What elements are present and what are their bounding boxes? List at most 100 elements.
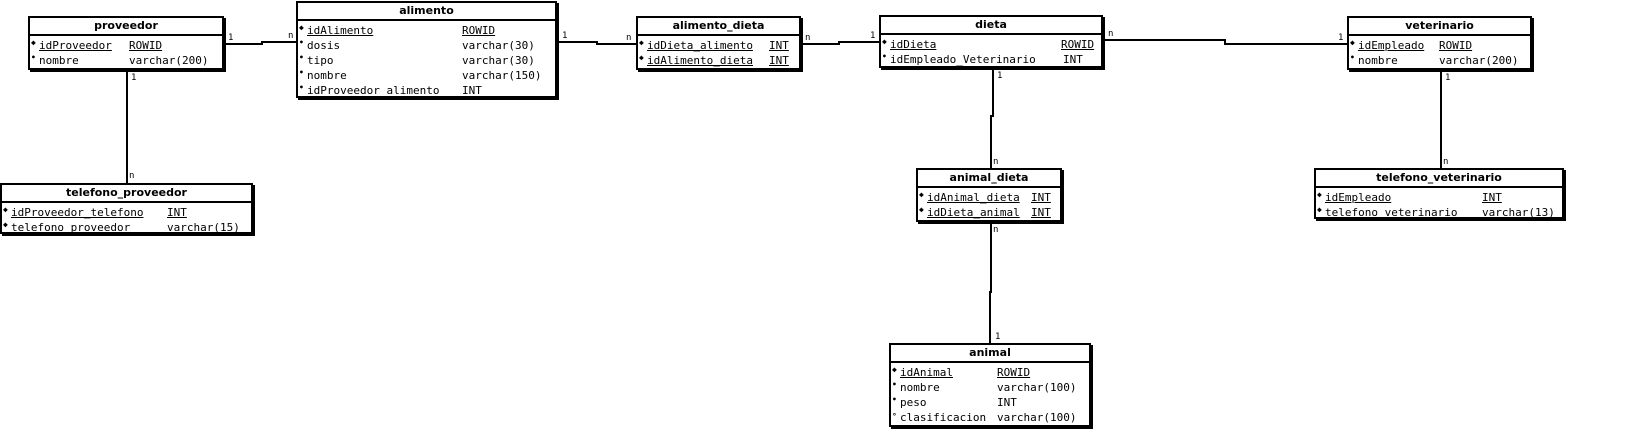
attribute-type: INT <box>1031 191 1051 204</box>
primary-key-icon <box>919 202 924 217</box>
attribute-type: ROWID <box>1439 39 1473 52</box>
attribute-type: INT <box>769 54 789 67</box>
rel-animal_dieta-animal-line <box>989 222 992 343</box>
attribute-type: INT <box>167 206 187 219</box>
attribute-row[interactable]: idProveedor_telefono INT <box>2 205 251 220</box>
entity-title: alimento <box>298 3 555 21</box>
attribute-type: INT <box>1031 206 1051 219</box>
attribute-name: peso <box>900 396 927 409</box>
attribute-row[interactable]: telefono_veterinario varchar(13) <box>1316 205 1562 220</box>
primary-key-icon <box>639 35 644 50</box>
attribute-type: varchar(30) <box>462 54 535 67</box>
primary-key-icon <box>299 20 304 35</box>
attribute-row[interactable]: idEmpleado INT <box>1316 190 1562 205</box>
attribute-name: idDieta_alimento <box>647 39 753 52</box>
entity-telefono_veterinario[interactable]: telefono_veterinario idEmpleado INT telef… <box>1314 168 1564 219</box>
nullable-icon <box>892 407 897 422</box>
entity-alimento[interactable]: alimento idAlimento ROWID dosisvarchar(30… <box>296 1 557 98</box>
rel-animal_dieta-animal-from-card: n <box>993 225 998 235</box>
attribute-row[interactable]: telefono_proveedor varchar(15) <box>2 220 251 235</box>
rel-dieta-animal_dieta-to-card: n <box>993 157 998 167</box>
attribute-name: nombre <box>900 381 940 394</box>
not-null-icon <box>1350 50 1355 65</box>
primary-key-icon <box>1317 202 1322 217</box>
attribute-name: telefono_proveedor <box>11 221 131 234</box>
attribute-row[interactable]: idAlimento ROWID <box>298 23 555 38</box>
rel-alimento-alimento_dieta-line <box>557 41 636 45</box>
attribute-name: idEmpleado <box>1325 191 1392 204</box>
attribute-row[interactable]: idProveedor_alimento INT <box>298 83 555 98</box>
primary-key-icon <box>919 187 924 202</box>
entity-title: alimento_dieta <box>638 18 799 36</box>
attribute-type: INT <box>1482 191 1502 204</box>
rel-dieta-veterinario-from-card: n <box>1108 29 1113 39</box>
attribute-name: idProveedor_telefono <box>11 206 144 219</box>
rel-proveedor-alimento-from-card: 1 <box>228 33 233 43</box>
rel-animal_dieta-animal-to-card: 1 <box>995 332 1000 342</box>
rel-alimento-alimento_dieta-to-card: n <box>626 33 631 43</box>
attribute-type: varchar(150) <box>462 69 542 82</box>
attribute-row[interactable]: nombre varchar(200) <box>30 53 222 68</box>
rel-dieta-veterinario-line <box>1103 39 1347 45</box>
attribute-name: nombre <box>1358 54 1398 67</box>
attribute-type: INT <box>462 84 482 97</box>
rel-proveedor-alimento-to-card: n <box>288 31 293 41</box>
primary-key-icon <box>1350 35 1355 50</box>
attribute-row[interactable]: idAlimento_dieta INT <box>638 53 799 68</box>
entity-telefono_proveedor[interactable]: telefono_proveedor idProveedor_telefono I… <box>0 183 253 234</box>
attribute-name: idAlimento_dieta <box>647 54 753 67</box>
not-null-icon <box>299 35 304 50</box>
not-null-icon <box>882 49 887 64</box>
rel-dieta-veterinario-to-card: 1 <box>1338 33 1343 43</box>
attribute-row[interactable]: idAnimal ROWID <box>891 365 1089 380</box>
primary-key-icon <box>3 217 8 232</box>
not-null-icon <box>299 65 304 80</box>
attribute-type: varchar(30) <box>462 39 535 52</box>
primary-key-icon <box>892 362 897 377</box>
attribute-name: idProveedor_alimento <box>307 84 440 97</box>
not-null-icon <box>892 392 897 407</box>
attribute-name: nombre <box>39 54 79 67</box>
attribute-type: varchar(100) <box>997 411 1077 424</box>
attribute-name: telefono_veterinario <box>1325 206 1458 219</box>
attribute-type: varchar(15) <box>167 221 240 234</box>
attribute-name: idEmpleado_Veterinario <box>890 53 1036 66</box>
rel-proveedor-alimento-line <box>224 41 298 45</box>
attribute-row[interactable]: nombre varchar(150) <box>298 68 555 83</box>
attribute-name: nombre <box>307 69 347 82</box>
attribute-type: varchar(200) <box>129 54 209 67</box>
attribute-name: idAlimento <box>307 24 374 37</box>
entity-title: telefono_proveedor <box>2 185 251 203</box>
not-null-icon <box>892 377 897 392</box>
attribute-type: varchar(13) <box>1482 206 1555 219</box>
entity-title: dieta <box>881 17 1101 35</box>
attribute-type: ROWID <box>997 366 1031 379</box>
entity-title: animal_dieta <box>918 170 1060 188</box>
attribute-type: ROWID <box>462 24 496 37</box>
attribute-name: idProveedor <box>39 39 112 52</box>
attribute-name: idAnimal <box>900 366 953 379</box>
rel-proveedor-telefono_proveedor-to-card: n <box>129 171 134 181</box>
rel-alimento_dieta-dieta-to-card: 1 <box>870 31 875 41</box>
